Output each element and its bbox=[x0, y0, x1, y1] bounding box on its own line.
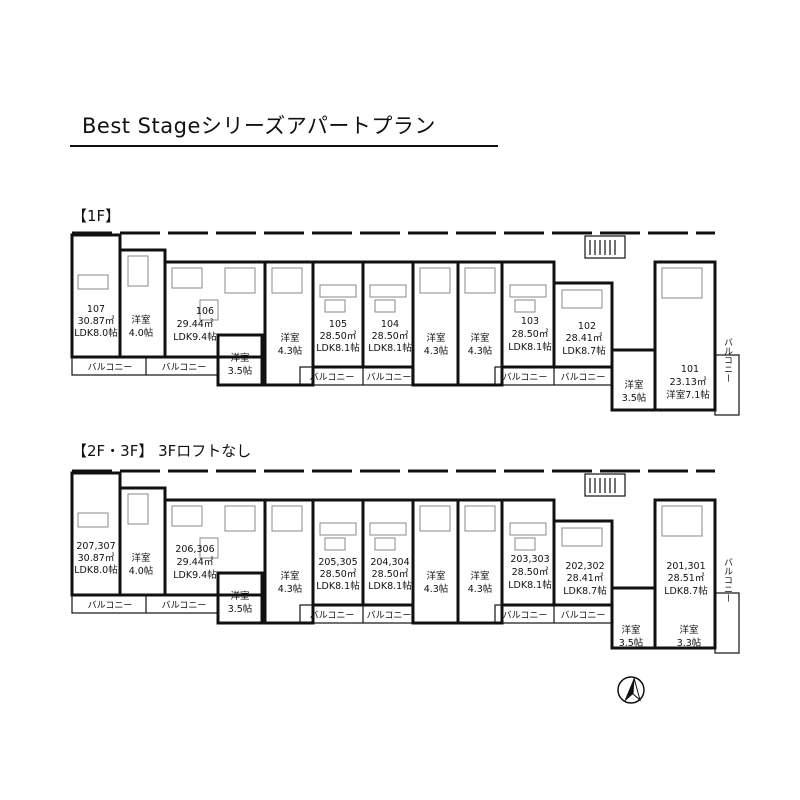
room-size: 4.3帖 bbox=[424, 583, 449, 595]
room-name: 洋室 bbox=[280, 570, 299, 582]
room-size: 3.3帖 bbox=[677, 637, 702, 649]
unit-layout: LDK8.7帖 bbox=[563, 585, 607, 597]
room-size: 4.3帖 bbox=[468, 345, 493, 357]
floor-1-labels: 107 30.87㎡ LDK8.0帖 106 29.44㎡ LDK9.4帖 10… bbox=[74, 304, 732, 404]
room-name: 洋室 bbox=[131, 552, 150, 564]
unit-layout: 洋室7.1帖 bbox=[666, 389, 710, 401]
room-size: 4.3帖 bbox=[424, 345, 449, 357]
room-name: 洋室 bbox=[624, 379, 643, 391]
room-name: 洋室 bbox=[280, 332, 299, 344]
room-name: 洋室 bbox=[131, 314, 150, 326]
room-name: 洋室 bbox=[230, 590, 249, 602]
balcony-label: バルコニー bbox=[310, 610, 355, 621]
floor-2-labels: 207,307 30.87㎡ LDK8.0帖 206,306 29.44㎡ LD… bbox=[74, 541, 732, 649]
balcony-label: バルコニー bbox=[722, 337, 733, 382]
balcony-label: バルコニー bbox=[561, 372, 606, 383]
balcony-label: バルコニー bbox=[367, 372, 412, 383]
unit-number: 203,303 bbox=[510, 554, 549, 565]
balcony-label: バルコニー bbox=[162, 362, 207, 373]
unit-number: 102 bbox=[578, 321, 596, 332]
unit-area: 28.50㎡ bbox=[512, 329, 549, 340]
room-name: 洋室 bbox=[470, 332, 489, 344]
unit-area: 28.41㎡ bbox=[567, 573, 604, 584]
unit-layout: LDK8.1帖 bbox=[368, 342, 412, 354]
page-title: Best Stageシリーズアパートプラン bbox=[82, 114, 436, 138]
unit-number: 204,304 bbox=[370, 557, 409, 568]
unit-layout: LDK8.0帖 bbox=[74, 327, 118, 339]
unit-layout: LDK8.1帖 bbox=[508, 579, 552, 591]
unit-layout: LDK9.4帖 bbox=[173, 331, 217, 343]
room-name: 洋室 bbox=[426, 332, 445, 344]
room-name: 洋室 bbox=[621, 624, 640, 636]
unit-area: 28.41㎡ bbox=[566, 333, 603, 344]
unit-number: 202,302 bbox=[565, 561, 604, 572]
unit-number: 207,307 bbox=[76, 541, 115, 552]
unit-layout: LDK8.1帖 bbox=[316, 342, 360, 354]
unit-number: 101 bbox=[681, 364, 699, 375]
room-size: 3.5帖 bbox=[228, 603, 253, 615]
unit-area: 30.87㎡ bbox=[78, 553, 115, 564]
room-size: 4.0帖 bbox=[129, 327, 154, 339]
room-size: 3.5帖 bbox=[228, 365, 253, 377]
unit-layout: LDK8.1帖 bbox=[508, 341, 552, 353]
balcony-label: バルコニー bbox=[561, 610, 606, 621]
unit-number: 103 bbox=[521, 316, 539, 327]
unit-area: 28.50㎡ bbox=[372, 569, 409, 580]
unit-area: 30.87㎡ bbox=[78, 316, 115, 327]
balcony-label: バルコニー bbox=[367, 610, 412, 621]
unit-number: 206,306 bbox=[175, 544, 214, 555]
room-name: 洋室 bbox=[426, 570, 445, 582]
room-name: 洋室 bbox=[470, 570, 489, 582]
balcony-label: バルコニー bbox=[503, 372, 548, 383]
title-underline bbox=[70, 145, 498, 147]
unit-layout: LDK8.7帖 bbox=[664, 585, 708, 597]
unit-layout: LDK8.0帖 bbox=[74, 564, 118, 576]
unit-number: 201,301 bbox=[666, 561, 705, 572]
unit-area: 28.50㎡ bbox=[372, 331, 409, 342]
unit-number: 205,305 bbox=[318, 557, 357, 568]
balcony-label: バルコニー bbox=[88, 362, 133, 373]
unit-area: 28.51㎡ bbox=[668, 573, 705, 584]
floor-1-label: 【1F】 bbox=[72, 207, 121, 225]
unit-area: 23.13㎡ bbox=[670, 377, 707, 388]
unit-area: 28.50㎡ bbox=[320, 331, 357, 342]
floor-2-3-label: 【2F・3F】 3Fロフトなし bbox=[72, 442, 252, 460]
room-name: 洋室 bbox=[230, 352, 249, 364]
balcony-label: バルコニー bbox=[310, 372, 355, 383]
unit-number: 104 bbox=[381, 319, 399, 330]
unit-area: 29.44㎡ bbox=[177, 319, 214, 330]
unit-number: 106 bbox=[196, 306, 214, 317]
unit-layout: LDK8.7帖 bbox=[562, 345, 606, 357]
unit-layout: LDK8.1帖 bbox=[368, 580, 412, 592]
unit-area: 29.44㎡ bbox=[177, 557, 214, 568]
unit-layout: LDK9.4帖 bbox=[173, 569, 217, 581]
unit-number: 107 bbox=[87, 304, 105, 315]
unit-layout: LDK8.1帖 bbox=[316, 580, 360, 592]
room-size: 4.3帖 bbox=[278, 583, 303, 595]
room-size: 4.0帖 bbox=[129, 565, 154, 577]
balcony-label: バルコニー bbox=[503, 610, 548, 621]
balcony-label: バルコニー bbox=[162, 600, 207, 611]
balcony-label: バルコニー bbox=[88, 600, 133, 611]
unit-area: 28.50㎡ bbox=[320, 569, 357, 580]
north-arrow-icon bbox=[617, 676, 645, 704]
room-name: 洋室 bbox=[679, 624, 698, 636]
balcony-label: バルコニー bbox=[722, 557, 733, 602]
room-size: 3.5帖 bbox=[622, 392, 647, 404]
room-size: 4.3帖 bbox=[278, 345, 303, 357]
unit-number: 105 bbox=[329, 319, 347, 330]
room-size: 4.3帖 bbox=[468, 583, 493, 595]
room-size: 3.5帖 bbox=[619, 637, 644, 649]
unit-area: 28.50㎡ bbox=[512, 567, 549, 578]
